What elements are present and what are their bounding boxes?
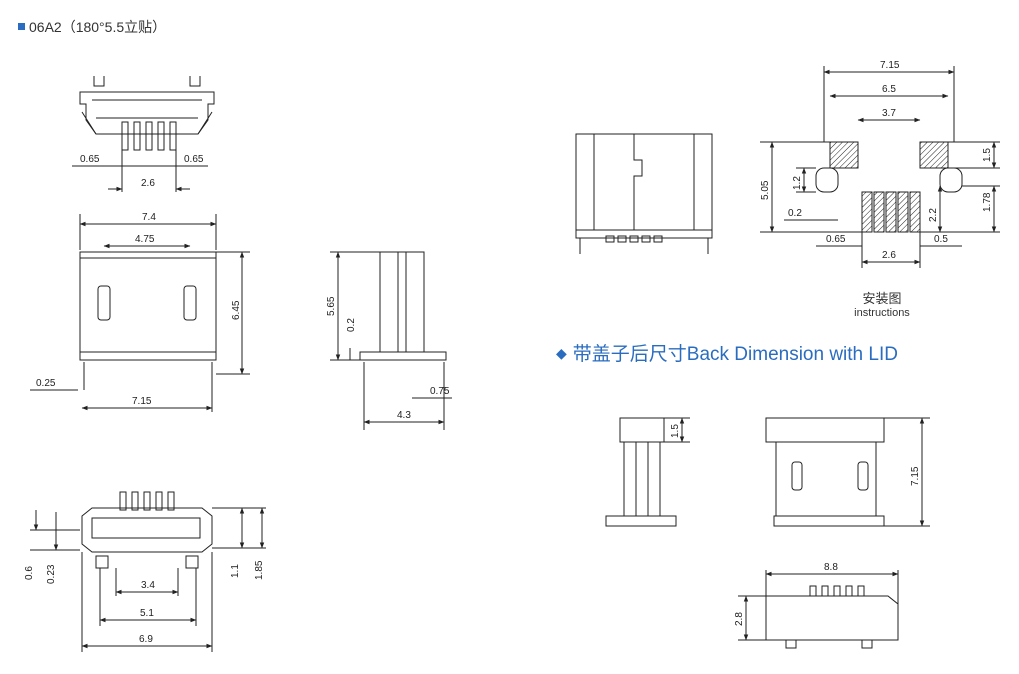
lid-top-view	[738, 570, 899, 649]
dim-fp-h22: 2.2	[928, 208, 939, 222]
dim-fp-w26: 2.6	[882, 250, 896, 261]
dim-bottom-h185: 1.85	[254, 560, 265, 580]
dim-bottom-h023: 0.23	[46, 564, 57, 584]
dim-front-mid-w475: 4.75	[135, 234, 155, 245]
dim-side-mid-w43: 4.3	[397, 410, 411, 421]
dim-front-top-d2: 0.65	[184, 154, 204, 165]
dim-lid-h28: 2.8	[734, 612, 745, 626]
dim-side-mid-w075: 0.75	[430, 386, 450, 397]
dim-fp-w065: 0.65	[826, 234, 846, 245]
dim-front-mid-t025: 0.25	[36, 378, 56, 389]
dim-bottom-h11: 1.1	[230, 564, 241, 578]
side-mid-view	[330, 251, 452, 430]
dim-side-mid-h02: 0.2	[346, 318, 357, 332]
front-mid-view	[30, 214, 250, 412]
dim-fp-w02: 0.2	[788, 208, 802, 219]
dim-bottom-h06: 0.6	[24, 566, 35, 580]
dim-fp-w37: 3.7	[882, 108, 896, 119]
install-label-en: instructions	[854, 307, 910, 319]
side-top-right-view	[575, 133, 713, 254]
dim-fp-h178: 1.78	[982, 192, 993, 212]
install-label-cn: 安装图	[862, 291, 902, 306]
title-text: 06A2（180°5.5立贴）	[29, 19, 167, 35]
dim-front-mid-w74: 7.4	[142, 212, 156, 223]
dim-bottom-w69: 6.9	[139, 634, 153, 645]
diamond-bullet-icon: ◆	[556, 345, 567, 361]
dim-lid-h15: 1.5	[670, 424, 681, 438]
install-caption: 安装图 instructions	[842, 288, 922, 319]
dim-front-mid-w715: 7.15	[132, 396, 152, 407]
dim-fp-h505: 5.05	[760, 180, 771, 200]
dim-fp-w65: 6.5	[882, 84, 896, 95]
front-top-view	[72, 76, 215, 192]
lid-side-view	[605, 417, 690, 527]
lid-front-view	[765, 417, 930, 527]
dim-fp-h15: 1.5	[982, 148, 993, 162]
section-title: ◆ 带盖子后尺寸Back Dimension with LID	[556, 339, 898, 366]
dim-lid-h715: 7.15	[910, 466, 921, 486]
dim-fp-w715: 7.15	[880, 60, 900, 71]
footprint-view	[760, 66, 1000, 268]
dim-front-top-d3: 2.6	[141, 178, 155, 189]
dim-side-mid-h565: 5.65	[326, 296, 337, 316]
section-title-text: 带盖子后尺寸Back Dimension with LID	[572, 344, 898, 365]
dim-lid-w88: 8.8	[824, 562, 838, 573]
dim-fp-w05: 0.5	[934, 234, 948, 245]
dim-front-mid-h645: 6.45	[231, 300, 242, 320]
square-bullet-icon	[18, 23, 25, 30]
dim-bottom-w34: 3.4	[141, 580, 155, 591]
dim-bottom-w51: 5.1	[140, 608, 154, 619]
dim-fp-h12: 1.2	[792, 176, 803, 190]
bottom-view	[30, 491, 266, 652]
page-title: 06A2（180°5.5立贴）	[18, 17, 166, 37]
dim-front-top-d1: 0.65	[80, 154, 100, 165]
